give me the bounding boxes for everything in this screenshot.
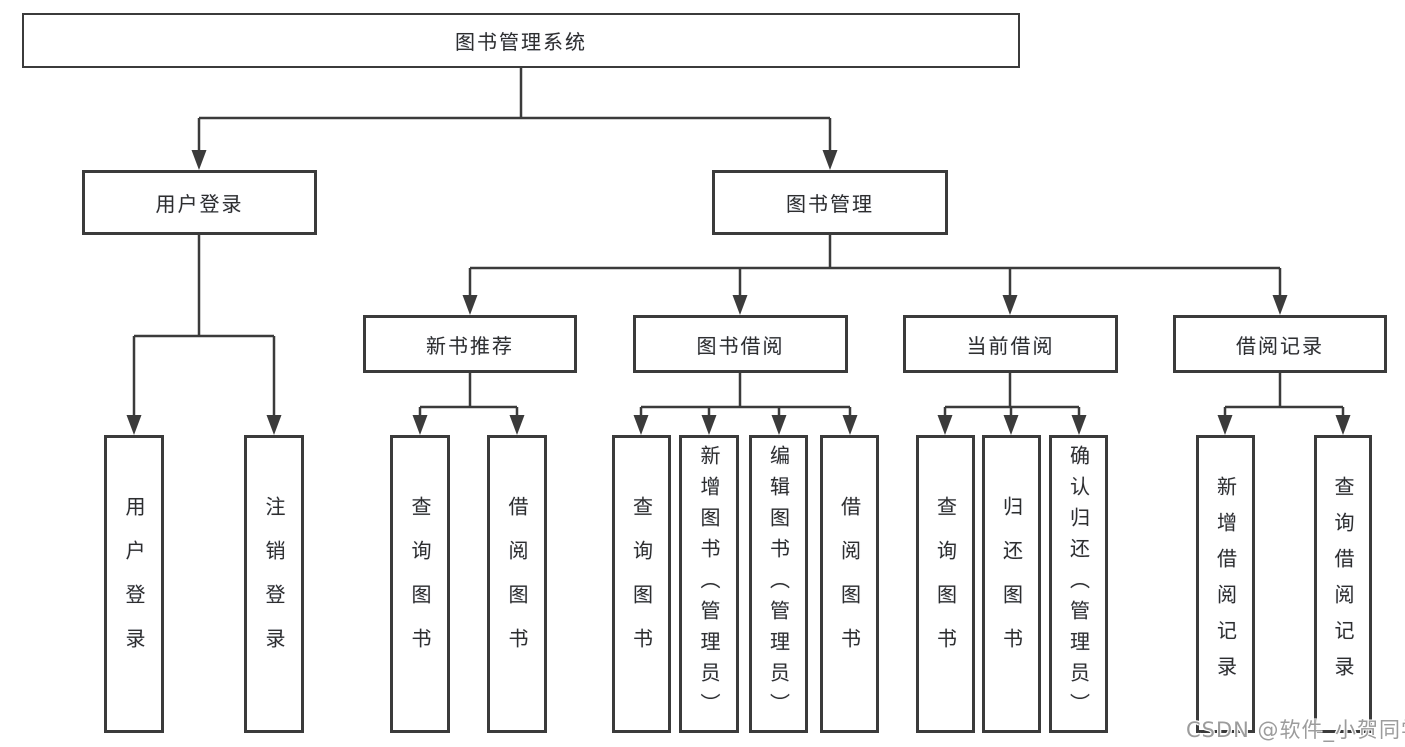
leaf-br-query-record: 查询借阅记录 <box>1314 435 1372 733</box>
arrow-down-icon <box>1272 295 1288 315</box>
arrow-down-icon <box>1003 415 1019 435</box>
arrow-down-icon <box>842 415 858 435</box>
leaf-nb-borrow-books: 借阅图书 <box>487 435 547 733</box>
node-user-login: 用户登录 <box>82 170 317 235</box>
node-new-book-recommend: 新书推荐 <box>363 315 577 373</box>
leaf-label: 归还图书 <box>999 496 1024 672</box>
node-borrow-records: 借阅记录 <box>1173 315 1387 373</box>
leaf-label: 查询图书 <box>933 496 958 672</box>
leaf-nb-query-books: 查询图书 <box>390 435 450 733</box>
leaf-label: 借阅图书 <box>505 496 529 672</box>
arrow-down-icon <box>1002 295 1018 315</box>
leaf-label: 编辑图书（管理员） <box>766 444 791 724</box>
leaf-bb-edit-books-admin: 编辑图书（管理员） <box>749 435 808 733</box>
leaf-label: 确认归还（管理员） <box>1066 444 1091 724</box>
arrow-down-icon <box>412 415 428 435</box>
node-book-management: 图书管理 <box>712 170 948 235</box>
leaf-logout: 注销登录 <box>244 435 304 733</box>
arrow-down-icon <box>1335 415 1351 435</box>
arrow-down-icon <box>937 415 953 435</box>
arrow-down-icon <box>732 295 748 315</box>
arrow-down-icon <box>633 415 649 435</box>
arrow-down-icon <box>126 415 142 435</box>
node-current-borrow: 当前借阅 <box>903 315 1118 373</box>
leaf-bb-borrow-books: 借阅图书 <box>820 435 879 733</box>
node-library-management-system: 图书管理系统 <box>22 13 1020 68</box>
arrow-down-icon <box>266 415 282 435</box>
leaf-label: 查询借阅记录 <box>1331 476 1355 692</box>
leaf-label: 新增借阅记录 <box>1213 476 1238 692</box>
arrow-down-icon <box>1217 415 1233 435</box>
arrow-down-icon <box>822 150 838 170</box>
leaf-bb-add-books-admin: 新增图书（管理员） <box>679 435 739 733</box>
node-book-borrow: 图书借阅 <box>633 315 848 373</box>
leaf-cb-query-books: 查询图书 <box>916 435 975 733</box>
leaf-label: 注销登录 <box>262 496 286 672</box>
leaf-br-add-record: 新增借阅记录 <box>1196 435 1255 733</box>
leaf-label: 新增图书（管理员） <box>697 444 721 724</box>
arrow-down-icon <box>771 415 787 435</box>
arrow-down-icon <box>701 415 717 435</box>
arrow-down-icon <box>1071 415 1087 435</box>
arrow-down-icon <box>509 415 525 435</box>
leaf-label: 借阅图书 <box>837 496 862 672</box>
leaf-cb-confirm-return-admin: 确认归还（管理员） <box>1049 435 1108 733</box>
leaf-bb-query-books: 查询图书 <box>612 435 671 733</box>
arrow-down-icon <box>462 295 478 315</box>
leaf-label: 用户登录 <box>122 496 146 672</box>
leaf-user-login: 用户登录 <box>104 435 164 733</box>
leaf-cb-return-books: 归还图书 <box>982 435 1041 733</box>
leaf-label: 查询图书 <box>629 496 654 672</box>
arrowheads <box>126 150 1351 435</box>
leaf-label: 查询图书 <box>408 496 432 672</box>
arrow-down-icon <box>191 150 207 170</box>
watermark: CSDN @软件_小贺同学 <box>1186 718 1405 742</box>
connector-rails <box>132 68 1345 417</box>
